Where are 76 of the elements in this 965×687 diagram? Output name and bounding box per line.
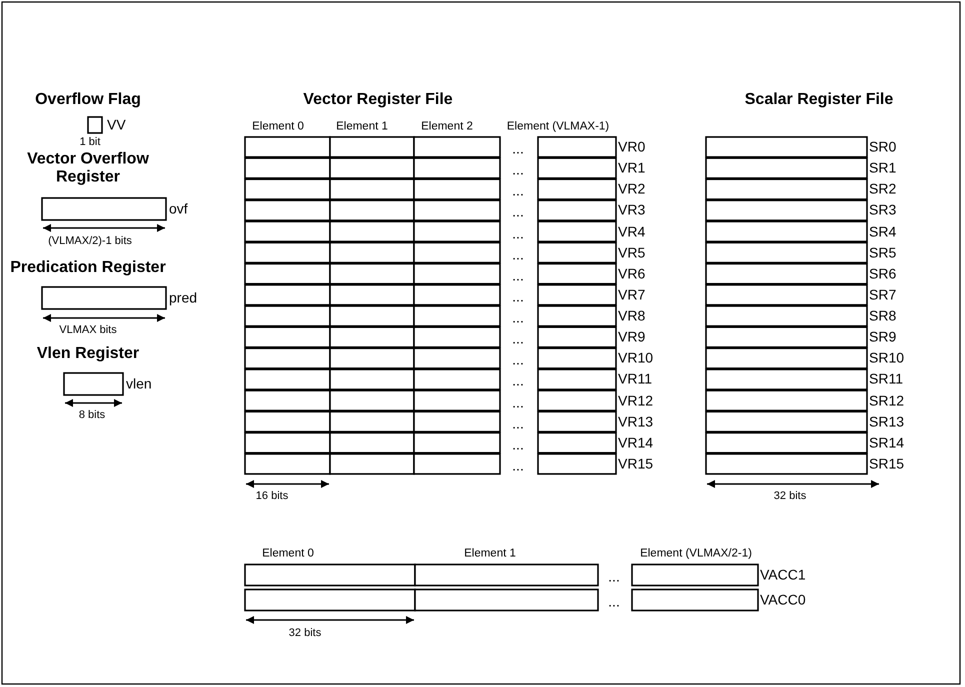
register-name: SR3 (869, 202, 896, 218)
bit-width-label: VLMAX bits (59, 324, 117, 336)
section-title: Vector Register File (303, 91, 453, 109)
register-name: SR5 (869, 244, 896, 260)
column-header: Element (VLMAX-1) (506, 120, 610, 134)
bit-width-label: (VLMAX/2)-1 bits (48, 234, 132, 248)
register-name: SR8 (869, 308, 896, 324)
register-name: SR10 (869, 350, 904, 366)
register-name: VR14 (618, 435, 654, 450)
ellipsis: ... (512, 204, 524, 220)
register-name: SR13 (869, 414, 904, 430)
register-name: VR4 (618, 224, 646, 240)
bit-width-label: 32 bits (774, 490, 806, 502)
ellipsis: ... (512, 437, 524, 452)
column-header: Element 0 (262, 548, 314, 560)
register-name: SR0 (869, 139, 896, 155)
register-name: SR4 (869, 224, 896, 240)
register-name: ovf (169, 201, 188, 217)
ellipsis: ... (512, 458, 524, 474)
ellipsis: ... (512, 268, 524, 284)
ellipsis: ... (512, 246, 524, 262)
register-name: VR15 (618, 456, 654, 472)
register-name: VR12 (618, 392, 654, 408)
ellipsis: ... (512, 416, 524, 432)
register-name: VR1 (618, 160, 646, 176)
register-name: VACC0 (760, 592, 806, 608)
column-header: Element 2 (421, 120, 473, 134)
register-name: VR5 (618, 244, 646, 260)
register-name: VR3 (618, 202, 646, 218)
register-name: SR1 (869, 160, 896, 176)
register-name: VR8 (618, 308, 646, 324)
register-name: VR0 (618, 139, 646, 155)
ellipsis: ... (512, 141, 524, 157)
ellipsis: ... (512, 352, 524, 368)
section-title: Overflow Flag (35, 91, 141, 109)
register-name: SR9 (869, 329, 896, 345)
ellipsis: ... (512, 162, 524, 178)
section-title: Vlen Register (36, 345, 140, 363)
register-name: SR2 (869, 182, 896, 197)
bit-width-label: 16 bits (256, 490, 288, 502)
register-name: SR14 (869, 435, 904, 450)
register-name: SR12 (869, 392, 904, 408)
column-header: Element 1 (464, 548, 516, 560)
column-header: Element (VLMAX/2-1) (640, 548, 752, 560)
section-title: Vector Overflow Register (26, 150, 150, 186)
register-name: SR15 (869, 456, 904, 472)
register-name: VR6 (618, 266, 646, 282)
register-name: VV (107, 117, 126, 133)
register-name: SR11 (869, 372, 903, 388)
ellipsis: ... (512, 226, 524, 242)
column-header: Element 0 (252, 120, 304, 134)
section-title: Predication Register (10, 259, 166, 277)
bit-width-label: 32 bits (288, 626, 322, 640)
ellipsis: ... (608, 594, 620, 610)
register-name: SR6 (869, 266, 896, 282)
register-name: SR7 (869, 287, 896, 303)
register-name: VR2 (618, 182, 646, 197)
ellipsis: ... (512, 310, 524, 326)
ellipsis: ... (512, 331, 524, 347)
register-name: VR9 (618, 329, 646, 345)
bit-width-label: 1 bit (80, 136, 100, 148)
register-name: VR10 (618, 350, 654, 366)
register-name: VACC1 (760, 567, 806, 583)
bit-width-label: 8 bits (78, 408, 106, 422)
column-header: Element 1 (336, 120, 388, 134)
ellipsis: ... (608, 569, 620, 585)
ellipsis: ... (512, 184, 524, 199)
register-name: VR13 (618, 414, 654, 430)
register-name: vlen (126, 376, 152, 392)
ellipsis: ... (512, 289, 524, 305)
ellipsis: ... (512, 374, 524, 390)
register-name: VR11 (618, 372, 652, 388)
register-name: VR7 (618, 287, 646, 303)
ellipsis: ... (512, 394, 524, 410)
section-title: Scalar Register File (744, 91, 894, 109)
register-name: pred (169, 290, 198, 306)
